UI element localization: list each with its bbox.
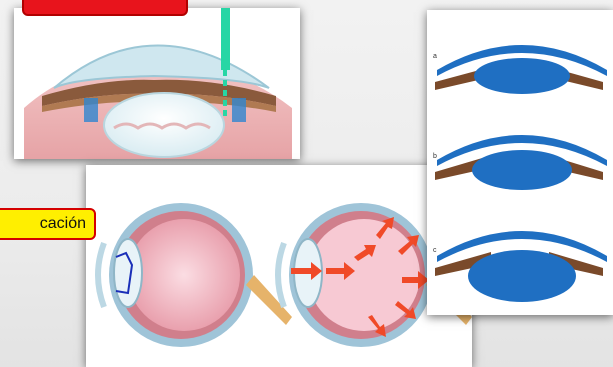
left-drainage-shape [84, 98, 98, 122]
angle-diagram-c: c [433, 231, 607, 302]
callout-text: cación [40, 215, 86, 233]
lens-angle-icon: a b c [427, 10, 613, 315]
label-c: c [433, 247, 437, 254]
right-drainage-shape [232, 98, 246, 122]
eyeball-icon [86, 165, 472, 367]
normal-eye [98, 203, 292, 347]
label-b: b [433, 153, 437, 160]
eye-cross-section-icon [14, 8, 300, 159]
laser-iridotomy-panel [14, 8, 300, 159]
angle-diagram-a: a [433, 45, 607, 94]
red-title-tab [22, 0, 188, 16]
angle-series-panel: a b c [427, 10, 613, 315]
callout-label: cación [0, 208, 96, 240]
label-a: a [433, 53, 437, 60]
laser-beam [221, 8, 230, 70]
eyeball-comparison-panel [86, 165, 472, 367]
angle-diagram-b: b [433, 135, 607, 190]
